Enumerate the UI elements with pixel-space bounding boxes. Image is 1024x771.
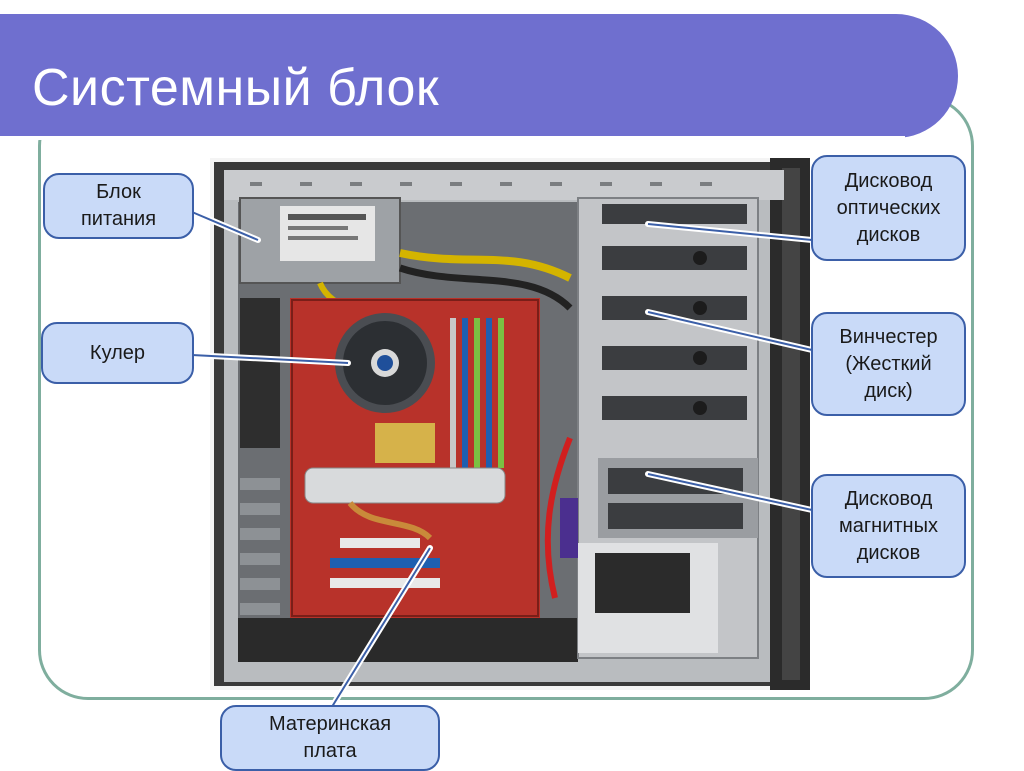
callout-optical-drive-label: Дисковод оптических дисков	[836, 169, 941, 246]
callout-cooler: Кулер	[41, 322, 194, 384]
callout-psu-label: Блок питания	[80, 181, 157, 230]
callout-motherboard-label: Материнская плата	[268, 713, 392, 762]
callout-motherboard: Материнская плата	[220, 705, 440, 771]
callout-psu: Блок питания	[43, 173, 194, 239]
slide-title: Системный блок	[32, 59, 440, 117]
callout-cooler-label: Кулер	[89, 341, 146, 364]
callout-hard-drive: Винчестер (Жесткий диск)	[811, 312, 966, 416]
title-underline	[0, 136, 905, 140]
callout-floppy-drive-label: Дисковод магнитных дисков	[839, 487, 938, 564]
callout-hard-drive-label: Винчестер (Жесткий диск)	[839, 325, 938, 402]
title-bar: Системный блок	[0, 14, 958, 138]
callout-floppy-drive: Дисковод магнитных дисков	[811, 474, 966, 578]
computer-case-photo	[210, 158, 810, 690]
callout-optical-drive: Дисковод оптических дисков	[811, 155, 966, 261]
